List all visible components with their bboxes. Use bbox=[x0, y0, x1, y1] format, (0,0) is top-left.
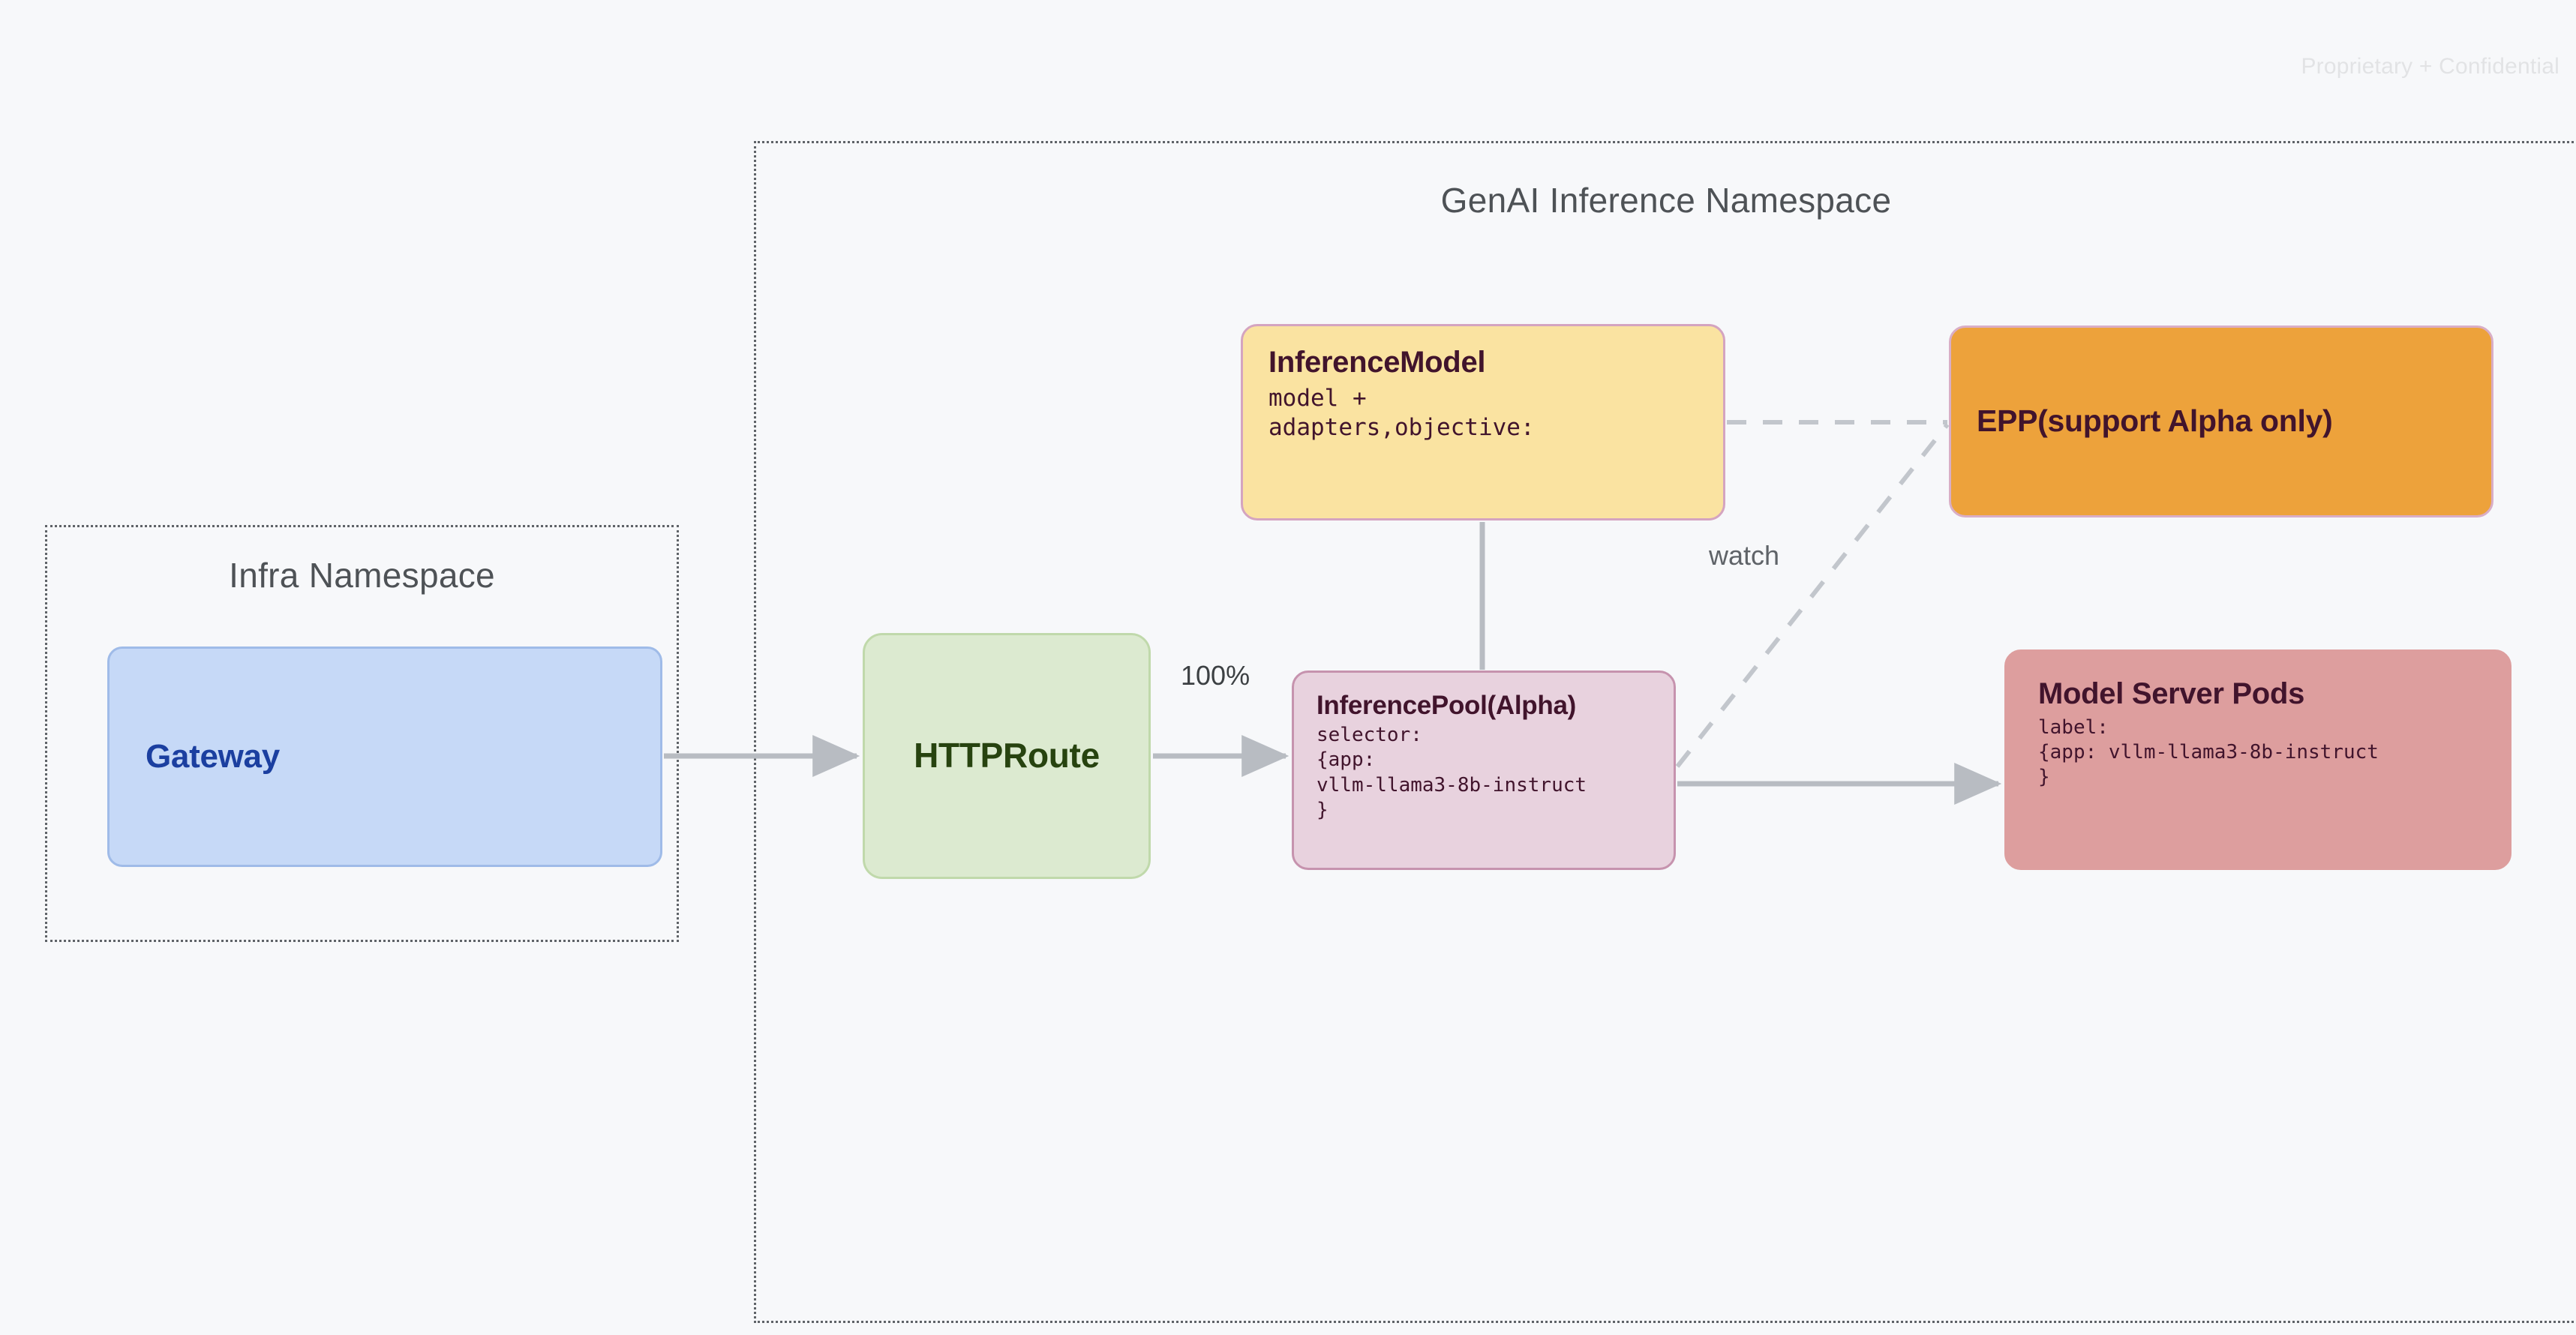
namespace-genai-inference-title: GenAI Inference Namespace bbox=[1440, 181, 1892, 220]
node-inference-model-title: InferenceModel bbox=[1268, 346, 1486, 379]
node-httproute-title: HTTPRoute bbox=[914, 736, 1100, 776]
edge-label-traffic-weight: 100% bbox=[1181, 660, 1250, 691]
node-epp[interactable]: EPP(support Alpha only) bbox=[1949, 326, 2493, 518]
node-inference-model-body: model + adapters,objective: bbox=[1268, 384, 1535, 442]
node-model-server-pods-title: Model Server Pods bbox=[2038, 677, 2305, 710]
node-inference-pool-body: selector: {app: vllm-llama3-8b-instruct … bbox=[1317, 724, 1587, 821]
node-gateway-title: Gateway bbox=[146, 738, 280, 776]
node-model-server-pods[interactable]: Model Server Pods label: {app: vllm-llam… bbox=[2004, 650, 2511, 870]
namespace-infra-title: Infra Namespace bbox=[229, 556, 495, 595]
edge-label-watch: watch bbox=[1709, 540, 1780, 571]
node-inference-model[interactable]: InferenceModel model + adapters,objectiv… bbox=[1241, 324, 1725, 520]
node-inference-pool-title: InferencePool(Alpha) bbox=[1317, 691, 1576, 720]
node-inference-pool[interactable]: InferencePool(Alpha) selector: {app: vll… bbox=[1292, 670, 1676, 870]
node-epp-title: EPP(support Alpha only) bbox=[1977, 404, 2333, 439]
confidential-notice: Proprietary + Confidential bbox=[2301, 54, 2559, 79]
node-model-server-pods-body: label: {app: vllm-llama3-8b-instruct } bbox=[2038, 716, 2379, 789]
namespace-infra bbox=[45, 525, 679, 942]
namespace-genai-inference bbox=[754, 141, 2576, 1323]
node-httproute[interactable]: HTTPRoute bbox=[863, 633, 1151, 879]
node-gateway[interactable]: Gateway bbox=[107, 646, 662, 867]
